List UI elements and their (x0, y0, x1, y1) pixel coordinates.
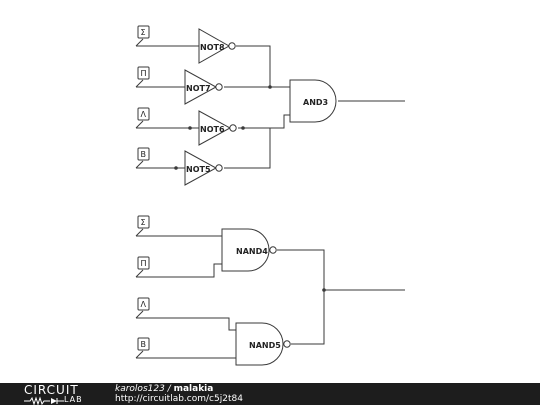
pin-label: Λ (141, 110, 147, 119)
gate-label-not8: NOT8 (200, 43, 225, 52)
gate-label-not6: NOT6 (200, 125, 225, 134)
title-separator: / (164, 384, 174, 394)
nand-gate-nand5[interactable]: NAND5 (235, 322, 291, 366)
input-pin-pi-top[interactable]: Π (135, 66, 150, 88)
pin-label: Λ (141, 300, 147, 309)
pin-label: Β (141, 340, 147, 349)
not-gate-not7[interactable]: NOT7 (184, 69, 223, 105)
not-gate-not8[interactable]: NOT8 (198, 28, 236, 64)
author-line: karolos123 / malakia (115, 384, 213, 395)
junction-dot (322, 288, 326, 292)
junction-dot (268, 85, 272, 89)
footer-bar: CIRCUIT LAB karolos123 / malakia http://… (0, 383, 540, 405)
input-pin-pi-bottom[interactable]: Π (135, 256, 150, 278)
circuit-url-link[interactable]: http://circuitlab.com/c5j2t84 (115, 394, 243, 404)
gate-label-not7: NOT7 (186, 84, 211, 93)
input-pin-sigma-top[interactable]: Σ (135, 25, 150, 47)
input-pin-lambda-top[interactable]: Λ (135, 107, 150, 129)
gate-label-nand5: NAND5 (249, 341, 281, 350)
input-pin-beta-bottom[interactable]: Β (135, 337, 150, 359)
nand-gate-nand4[interactable]: NAND4 (221, 228, 277, 272)
logo-wave-icon (24, 396, 64, 405)
gate-label-not5: NOT5 (186, 165, 211, 174)
wires-bottom (136, 235, 405, 359)
gate-label-nand4: NAND4 (236, 247, 268, 256)
not-gate-not6[interactable]: NOT6 (198, 110, 237, 146)
logo-text-lab: LAB (64, 395, 83, 404)
pin-label: Π (141, 259, 147, 268)
gate-label-and3: AND3 (303, 98, 328, 107)
input-pin-lambda-bottom[interactable]: Λ (135, 297, 150, 319)
pin-label: Π (141, 69, 147, 78)
junction-dot (188, 126, 192, 130)
pin-label: Σ (141, 28, 146, 37)
junction-dot (241, 126, 245, 130)
circuitlab-logo[interactable]: CIRCUIT LAB (24, 383, 94, 405)
schematic-canvas: NOT8 NOT7 NOT6 NOT5 AND3 NAND4 NAND5 Σ (135, 25, 405, 366)
input-pin-beta-top[interactable]: Β (135, 147, 150, 169)
author-link[interactable]: karolos123 (115, 384, 165, 394)
pin-label: Σ (141, 218, 146, 227)
not-gate-not5[interactable]: NOT5 (184, 150, 223, 186)
wires-top (136, 45, 405, 169)
circuit-title[interactable]: malakia (173, 384, 214, 394)
logo-text-circuit: CIRCUIT (24, 383, 79, 397)
input-pin-sigma-bottom[interactable]: Σ (135, 215, 150, 237)
pin-label: Β (141, 150, 147, 159)
and-gate-and3[interactable]: AND3 (289, 79, 337, 123)
junction-dot (174, 166, 178, 170)
